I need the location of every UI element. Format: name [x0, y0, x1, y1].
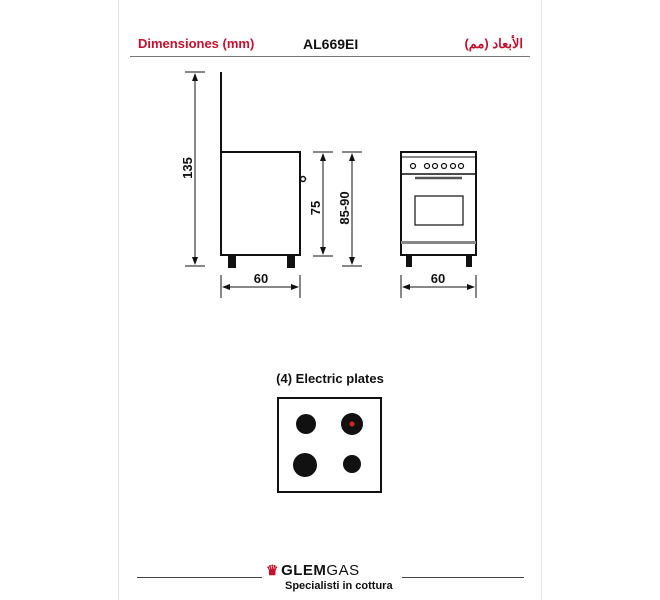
- plate: [296, 414, 316, 434]
- width-label: 60: [431, 271, 445, 286]
- model-name: AL669EI: [303, 36, 359, 52]
- brand-logo: ♛GLEMGAS: [266, 562, 360, 579]
- crown-icon: ♛: [266, 562, 280, 578]
- brand-bold: GLEM: [281, 562, 327, 579]
- dimensions-label-arabic: الأبعاد (مم): [464, 36, 523, 51]
- front-view: [400, 151, 477, 267]
- dimension-lines: [185, 71, 477, 298]
- height-135-label: 135: [180, 157, 195, 179]
- foot: [228, 254, 236, 268]
- footer-divider: [137, 577, 262, 578]
- document-page: [118, 0, 542, 600]
- indicator-dot: [349, 421, 355, 427]
- tagline: Specialisti in cottura: [285, 580, 393, 592]
- drawer-bar: [401, 241, 476, 244]
- dimensions-label: Dimensiones (mm): [138, 36, 255, 51]
- side-body: [220, 151, 301, 256]
- plate: [293, 453, 317, 477]
- depth-label: 60: [254, 271, 268, 286]
- height-85-90-label: 85-90: [337, 191, 352, 224]
- side-view: [220, 72, 307, 268]
- cooktop-diagram: [277, 397, 382, 493]
- footer-divider: [402, 577, 524, 578]
- knob-side: [299, 175, 307, 183]
- foot: [287, 254, 295, 268]
- header-divider: [130, 56, 530, 57]
- cooktop-title: (4) Electric plates: [276, 371, 384, 386]
- height-75-label: 75: [308, 201, 323, 215]
- plate: [343, 455, 361, 473]
- oven-window: [414, 195, 464, 226]
- control-knobs: [409, 162, 465, 170]
- brand-light: GAS: [326, 562, 360, 579]
